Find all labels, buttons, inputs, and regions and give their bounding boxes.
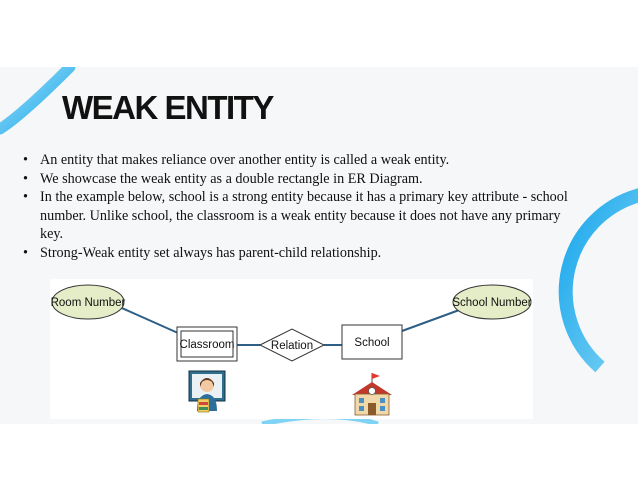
attribute-school-number: School Number bbox=[452, 284, 532, 320]
arc-top-left bbox=[0, 67, 76, 135]
weak-entity-label: Classroom bbox=[180, 339, 235, 351]
school-building-icon bbox=[352, 373, 392, 416]
relationship-relation: Relation bbox=[258, 328, 326, 362]
relationship-label: Relation bbox=[271, 340, 313, 352]
attribute-school-number-label: School Number bbox=[452, 297, 531, 309]
connector-room-classroom bbox=[114, 304, 179, 334]
teacher-icon bbox=[188, 370, 226, 413]
connector-school-schoolnumber bbox=[401, 308, 463, 332]
attribute-room-number: Room Number bbox=[51, 284, 126, 320]
er-diagram: Room Number Classroom Relation School bbox=[50, 279, 533, 419]
weak-entity-classroom: Classroom bbox=[176, 326, 238, 362]
bullet-item: An entity that makes reliance over anoth… bbox=[20, 151, 580, 170]
bullet-list: An entity that makes reliance over anoth… bbox=[20, 151, 580, 263]
bullet-item: In the example below, school is a strong… bbox=[20, 188, 580, 244]
slide-title: WEAK ENTITY bbox=[62, 89, 274, 126]
slide: WEAK ENTITY An entity that makes relianc… bbox=[0, 67, 638, 424]
attribute-room-number-label: Room Number bbox=[51, 297, 126, 309]
arc-right bbox=[558, 188, 638, 373]
strong-entity-school: School bbox=[341, 324, 403, 360]
strong-entity-label: School bbox=[354, 337, 389, 349]
bullet-item: Strong-Weak entity set always has parent… bbox=[20, 244, 580, 263]
bullet-item: We showcase the weak entity as a double … bbox=[20, 170, 580, 189]
